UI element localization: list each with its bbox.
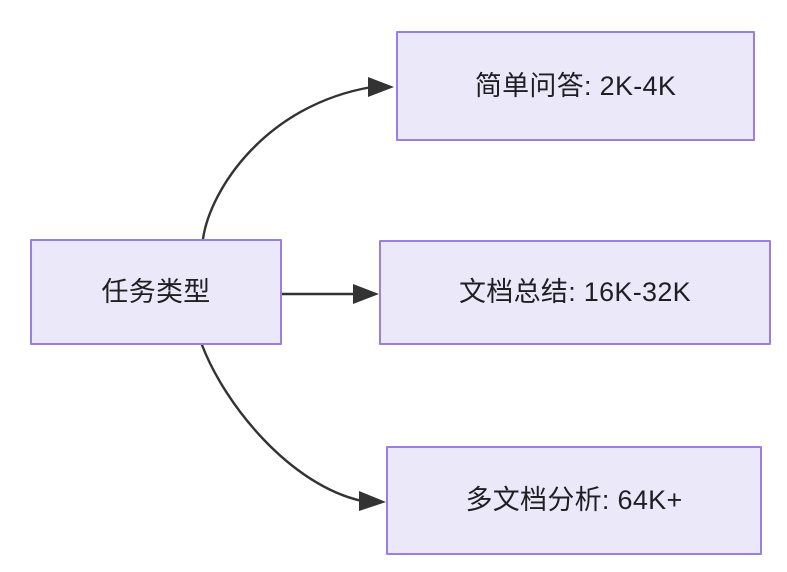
edge-root-multidoc bbox=[200, 343, 386, 511]
arrowhead-icon bbox=[359, 491, 386, 511]
node-simple-qa[interactable]: 简单问答: 2K-4K bbox=[396, 31, 755, 141]
arrowhead-icon bbox=[353, 284, 379, 304]
node-document-summary-label: 文档总结: 16K-32K bbox=[459, 277, 691, 308]
node-simple-qa-label: 简单问答: 2K-4K bbox=[474, 70, 677, 101]
node-multi-document-analysis-label: 多文档分析: 64K+ bbox=[465, 485, 683, 516]
node-task-type-label: 任务类型 bbox=[101, 276, 211, 307]
node-document-summary[interactable]: 文档总结: 16K-32K bbox=[379, 240, 771, 345]
node-multi-document-analysis[interactable]: 多文档分析: 64K+ bbox=[386, 446, 762, 555]
node-task-type[interactable]: 任务类型 bbox=[30, 239, 282, 345]
arrowhead-icon bbox=[368, 77, 394, 97]
edge-root-doc bbox=[280, 284, 379, 304]
edge-root-simple bbox=[201, 77, 394, 241]
